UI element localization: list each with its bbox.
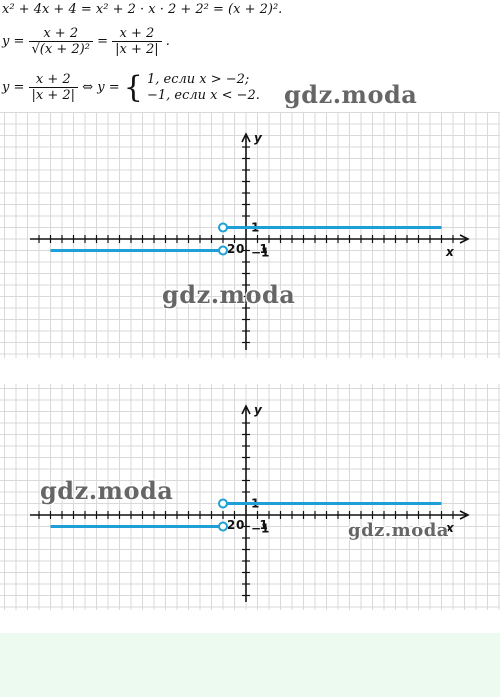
formula-line-2-lhs: y =: [2, 34, 25, 49]
x-tick-label-1: 1: [260, 242, 268, 256]
formula-line-2-equals: =: [97, 34, 108, 49]
x-axis-arrow: [459, 510, 470, 520]
y-tick-label-minus-1: −1: [251, 522, 269, 536]
watermark: gdz.moda: [284, 80, 418, 109]
open-endpoint-marker: [218, 498, 228, 509]
formula-line-2-fraction-1: x + 2 √(x + 2)²: [28, 26, 93, 57]
piecewise-brace: {: [123, 70, 143, 105]
x-axis-label: x: [445, 245, 455, 259]
case-1: 1, если x > −2;: [146, 71, 250, 87]
open-endpoint-marker: [218, 521, 228, 532]
y-axis-arrow: [241, 132, 251, 143]
x-axis-label: x: [445, 521, 455, 535]
formula-line-3-fraction: x + 2 |x + 2|: [28, 72, 79, 103]
origin-label: 0: [236, 242, 244, 256]
case-2: −1, если x < −2.: [146, 87, 260, 103]
watermark: gdz.moda: [40, 476, 174, 505]
fraction-3-numerator: x + 2: [28, 72, 79, 88]
origin-label: 0: [236, 518, 244, 532]
formula-line-3-equiv: ⇔ y =: [82, 80, 120, 95]
y-axis-label: y: [254, 131, 263, 145]
fraction-2-numerator: x + 2: [112, 26, 162, 42]
piecewise-cases: 1, если x > −2; −1, если x < −2.: [147, 72, 260, 104]
fraction-3-denominator: |x + 2|: [31, 88, 76, 103]
fraction-1-numerator: x + 2: [28, 26, 93, 42]
formula-block: x² + 4x + 4 = x² + 2 · x · 2 + 2² = (x +…: [0, 0, 500, 112]
x-tick-label-1: 1: [260, 518, 268, 532]
open-endpoint-marker: [218, 245, 228, 256]
x-axis-arrow: [459, 234, 470, 244]
y-axis-arrow: [241, 404, 251, 415]
y-axis-label: y: [254, 403, 263, 417]
formula-line-3-lhs: y =: [2, 80, 25, 95]
fraction-1-denominator: √(x + 2)²: [31, 42, 90, 57]
open-endpoint-marker: [218, 222, 228, 233]
formula-line-2: y = x + 2 √(x + 2)² = x + 2 |x + 2| .: [2, 26, 170, 57]
formula-line-2-end: .: [165, 34, 170, 49]
fraction-2-denominator: |x + 2|: [115, 42, 159, 57]
watermark: gdz.moda: [348, 520, 449, 541]
bottom-band: [0, 633, 500, 697]
formula-line-2-fraction-2: x + 2 |x + 2|: [112, 26, 162, 57]
formula-line-3: y = x + 2 |x + 2| ⇔ y = { 1, если x > −2…: [2, 70, 260, 105]
watermark: gdz.moda: [162, 280, 296, 309]
y-tick-label-minus-1: −1: [251, 246, 269, 260]
formula-line-1: x² + 4x + 4 = x² + 2 · x · 2 + 2² = (x +…: [2, 2, 283, 17]
